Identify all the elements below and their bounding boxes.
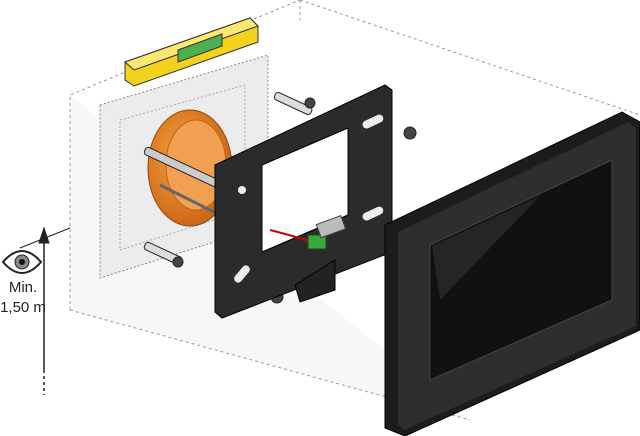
min-height-value: 1,50 m — [0, 299, 46, 316]
connector — [269, 214, 347, 250]
spirit-level — [124, 17, 259, 87]
min-height-label: Min. — [8, 279, 38, 296]
mounting-plate — [214, 84, 393, 319]
height-arrow — [19, 226, 71, 395]
eye-icon — [1, 250, 43, 274]
touch-display — [384, 111, 640, 436]
